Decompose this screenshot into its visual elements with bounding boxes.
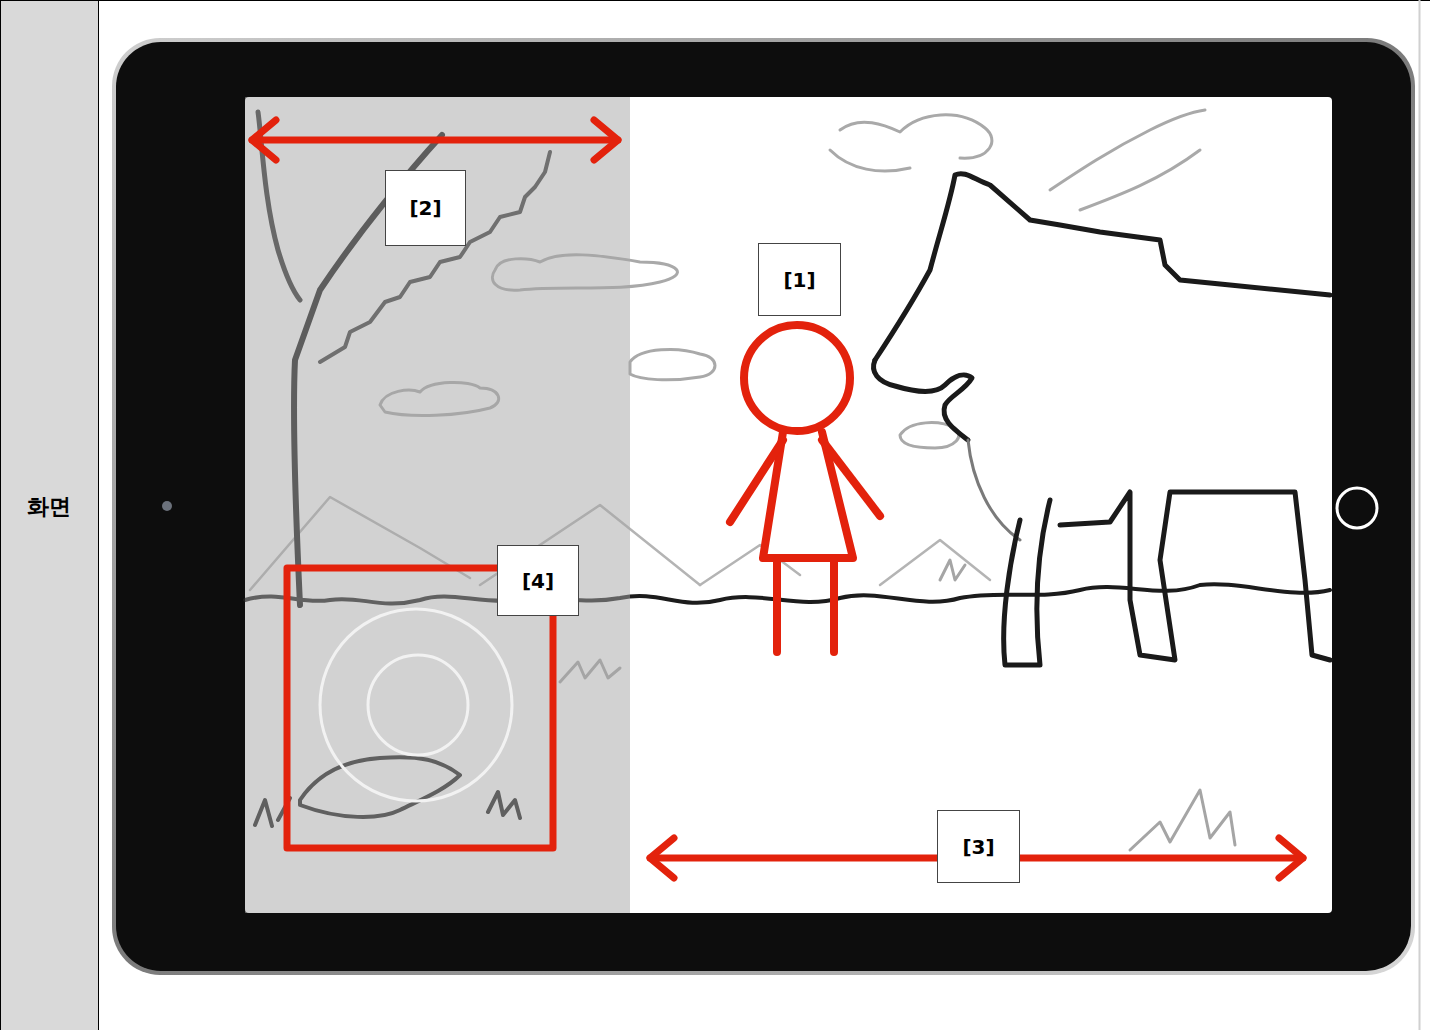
home-button	[1337, 488, 1377, 528]
tablet-screen	[245, 97, 1332, 913]
bear-chest	[968, 440, 1020, 540]
callout-number: [2]	[409, 196, 441, 220]
table-border	[0, 0, 1430, 1]
callout-box: [2]	[385, 170, 466, 246]
grass-tuft	[940, 560, 965, 580]
bear-leg	[1004, 500, 1050, 665]
bear-back	[875, 174, 1330, 360]
joystick-knob	[368, 655, 468, 755]
character-head	[744, 325, 850, 431]
arrow-head	[650, 838, 674, 878]
callout-number: [4]	[522, 569, 554, 593]
table-border	[0, 0, 1, 1030]
tablet-body	[116, 42, 1411, 971]
joystick-base	[320, 609, 512, 801]
arrow-head	[1279, 838, 1303, 878]
tablet-camera	[162, 501, 172, 511]
arrow-head	[252, 120, 276, 160]
sky-line	[1080, 150, 1200, 210]
cloud	[830, 150, 910, 171]
table-border	[98, 0, 99, 1030]
mountain	[880, 540, 990, 585]
callout-box: [4]	[497, 545, 579, 616]
bear-face	[874, 360, 972, 440]
callout-box: [1]	[758, 243, 841, 316]
arrow-head	[594, 120, 618, 160]
row-header: 화면	[0, 492, 98, 522]
touch-zone-overlay	[245, 97, 630, 913]
tablet-rim	[112, 38, 1415, 975]
bear-legs	[1060, 492, 1330, 660]
cloud	[630, 349, 715, 379]
character-legs	[777, 560, 834, 652]
table-border	[1419, 0, 1421, 1030]
callout-box: [3]	[937, 810, 1020, 883]
character-arm	[822, 440, 880, 516]
header-cell	[0, 0, 98, 1030]
character-arm	[730, 440, 783, 522]
grass-tuft	[1130, 790, 1235, 850]
callout-number: [1]	[783, 268, 815, 292]
sky-line	[1050, 110, 1205, 190]
callout-number: [3]	[962, 835, 994, 859]
cloud	[840, 115, 992, 158]
swipe-range-arrow	[252, 137, 618, 144]
